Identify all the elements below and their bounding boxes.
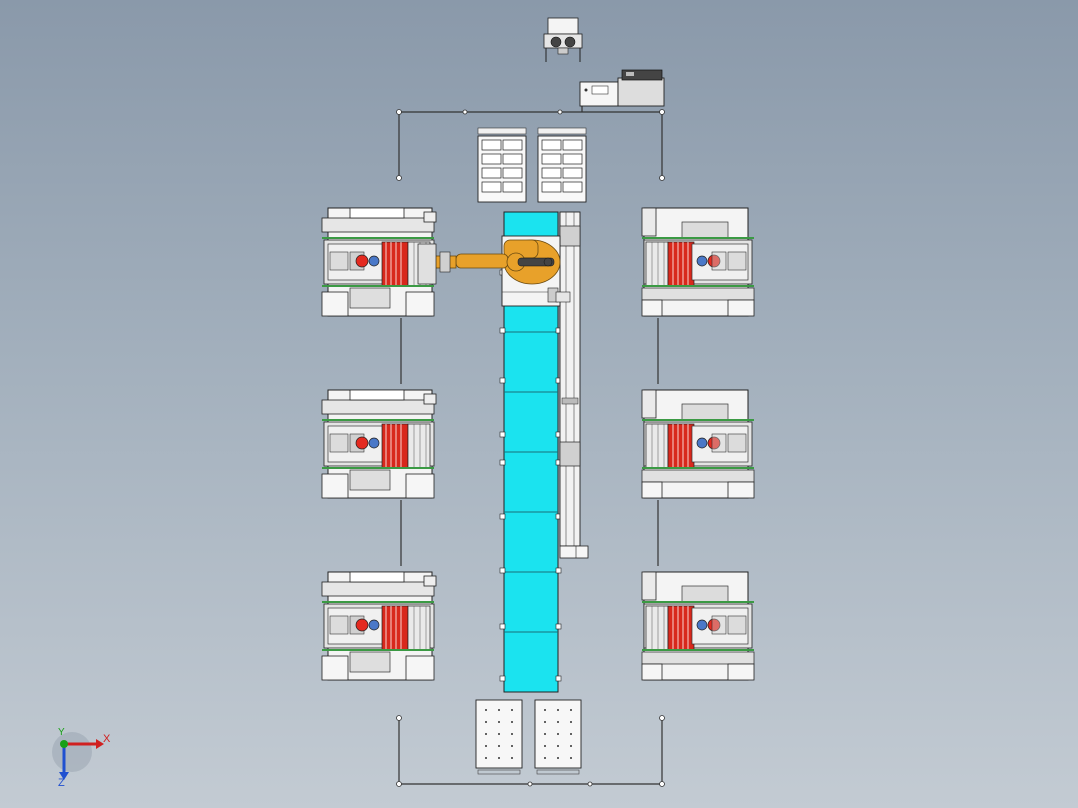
gripper-icon[interactable]	[543, 17, 583, 62]
control-cabinet[interactable]	[579, 69, 665, 107]
loading-bracket	[417, 243, 437, 285]
machine-left-3[interactable]	[321, 571, 437, 681]
axis-y-label: Y	[58, 727, 65, 738]
robot-rail[interactable]	[559, 211, 589, 559]
robot-arm-icon[interactable]	[433, 235, 571, 307]
coordinate-triad-icon[interactable]	[52, 732, 104, 780]
machine-left-2[interactable]	[321, 389, 437, 499]
tray-rack-right[interactable]	[537, 127, 587, 203]
machine-right-2[interactable]	[641, 389, 755, 499]
cable-routing	[398, 102, 663, 785]
tray-rack-left[interactable]	[477, 127, 527, 203]
pallet-left[interactable]	[475, 699, 523, 775]
axis-x-label: X	[103, 733, 111, 745]
pallet-right[interactable]	[534, 699, 582, 775]
cable-joints	[396, 109, 665, 787]
machine-right-1[interactable]	[641, 207, 755, 317]
axis-z-label: Z	[58, 777, 65, 789]
machine-right-3[interactable]	[641, 571, 755, 681]
